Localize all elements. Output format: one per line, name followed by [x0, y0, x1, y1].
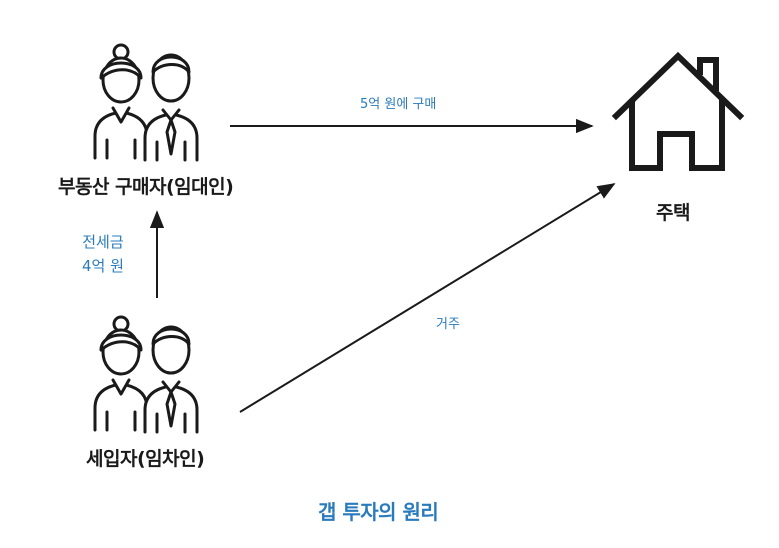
deposit-edge-label: 전세금 4억 원	[82, 230, 124, 278]
deposit-line-2: 4억 원	[82, 257, 124, 275]
buyer-people-icon	[93, 43, 199, 162]
tenant-people-icon	[93, 315, 199, 434]
tenant-label: 세입자(임차인)	[86, 448, 205, 470]
buyer-label: 부동산 구매자(임대인)	[58, 176, 234, 198]
deposit-line-1: 전세금	[82, 233, 124, 251]
house-icon	[611, 51, 745, 171]
diagram-caption: 갭 투자의 원리	[318, 500, 439, 524]
buy-edge-label: 5억 원에 구매	[360, 97, 437, 112]
reside-edge-label: 거주	[436, 317, 460, 332]
house-label: 주택	[656, 202, 690, 224]
reside-arrow	[239, 183, 616, 413]
